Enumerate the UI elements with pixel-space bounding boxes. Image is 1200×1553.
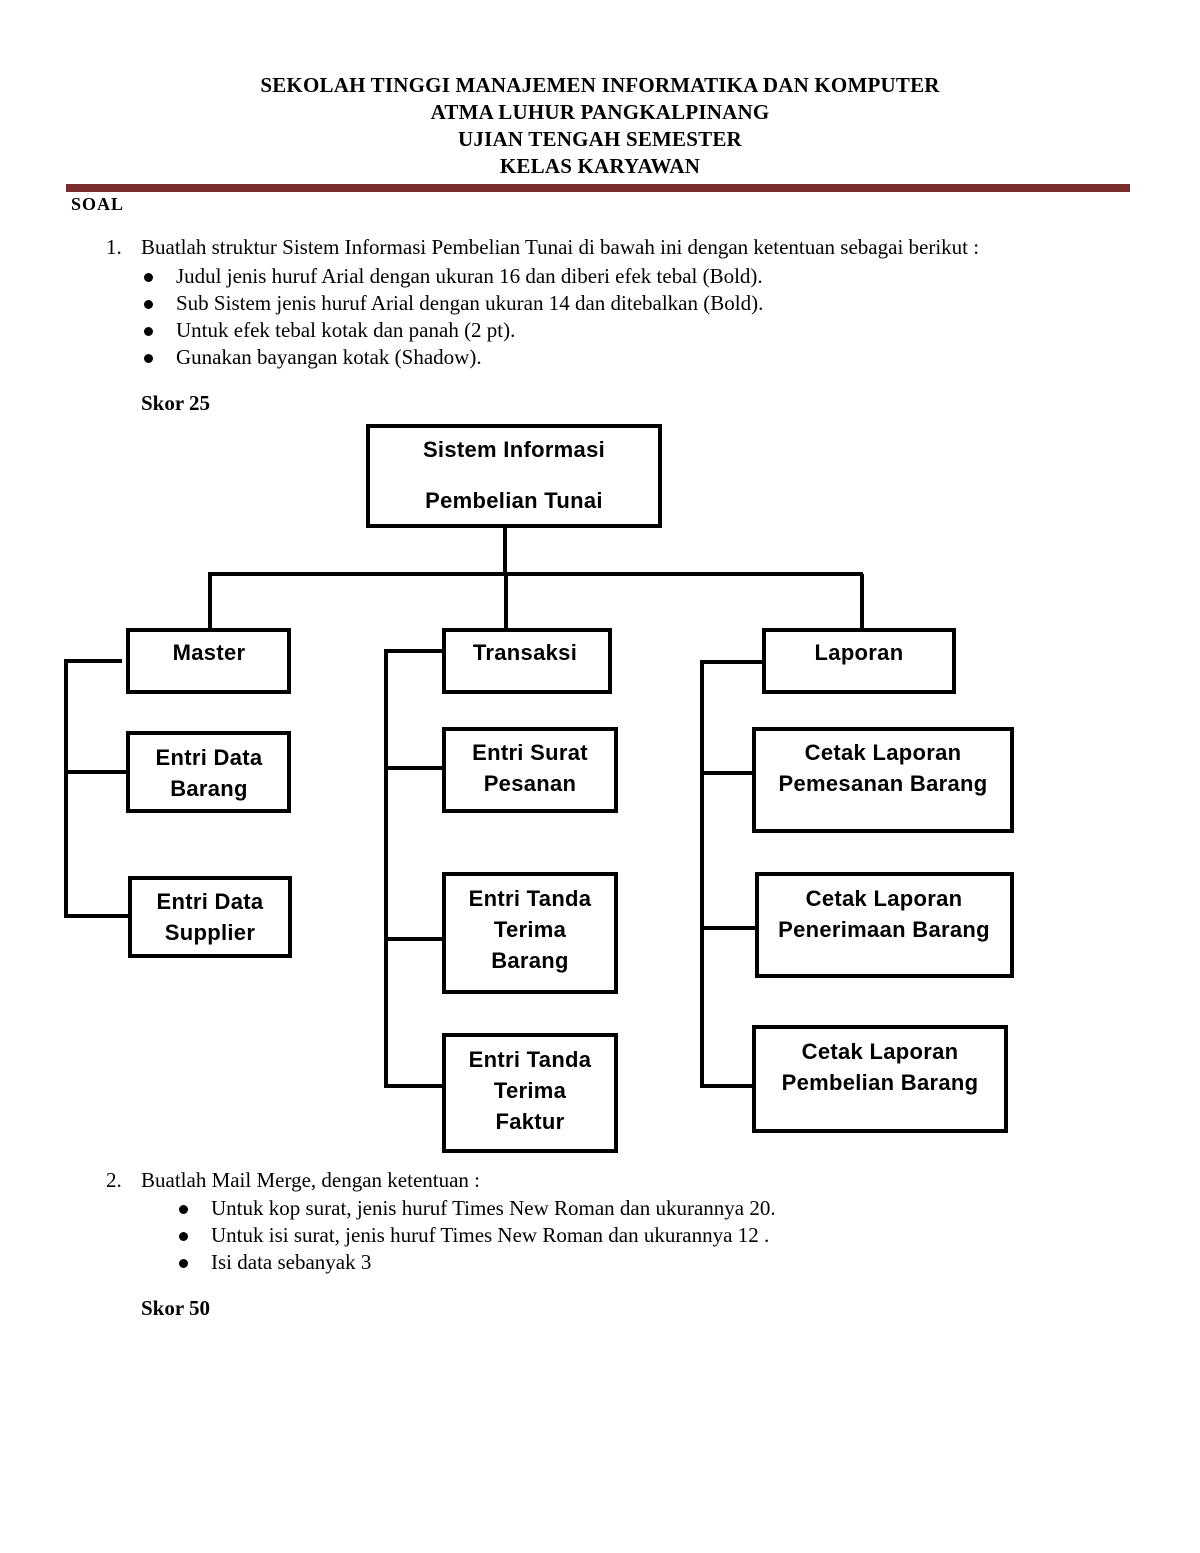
section-title: SOAL bbox=[71, 194, 125, 214]
list-item: Untuk efek tebal kotak dan panah (2 pt). bbox=[144, 317, 763, 344]
transaksi-box: Transaksi bbox=[442, 628, 612, 694]
header-line-2: ATMA LUHUR PANGKALPINANG bbox=[430, 100, 770, 124]
header-line-3: UJIAN TENGAH SEMESTER bbox=[458, 127, 742, 151]
svg-text:Entri Data: Entri Data bbox=[156, 745, 263, 770]
laporan-label: Laporan bbox=[815, 640, 904, 665]
svg-text:Terima: Terima bbox=[494, 917, 567, 942]
svg-text:Entri Data: Entri Data bbox=[157, 889, 264, 914]
master-box: Master bbox=[126, 628, 291, 694]
transaksi-label: Transaksi bbox=[473, 640, 577, 665]
svg-text:Supplier: Supplier bbox=[165, 920, 256, 945]
svg-text:Terima: Terima bbox=[494, 1078, 567, 1103]
root-label-line-2: Pembelian Tunai bbox=[425, 488, 603, 513]
laporan-box: Laporan bbox=[762, 628, 956, 694]
question-2-bullets: Untuk kop surat, jenis huruf Times New R… bbox=[179, 1195, 776, 1276]
bullet-icon bbox=[144, 327, 153, 336]
entri-tanda-terima-barang-box: Entri Tanda Terima Barang bbox=[442, 872, 618, 994]
svg-text:Barang: Barang bbox=[170, 776, 248, 801]
header-line-1: SEKOLAH TINGGI MANAJEMEN INFORMATIKA DAN… bbox=[260, 73, 940, 97]
svg-text:Cetak Laporan: Cetak Laporan bbox=[805, 740, 962, 765]
list-item: Isi data sebanyak 3 bbox=[179, 1249, 776, 1276]
entri-tanda-terima-faktur-box: Entri Tanda Terima Faktur bbox=[442, 1033, 618, 1153]
list-item: Judul jenis huruf Arial dengan ukuran 16… bbox=[144, 263, 763, 290]
question-1-bullets: Judul jenis huruf Arial dengan ukuran 16… bbox=[144, 263, 763, 371]
svg-text:Pemesanan Barang: Pemesanan Barang bbox=[779, 771, 988, 796]
list-item: Sub Sistem jenis huruf Arial dengan ukur… bbox=[144, 290, 763, 317]
bullet-icon bbox=[179, 1259, 188, 1268]
svg-text:Cetak Laporan: Cetak Laporan bbox=[806, 886, 963, 911]
question-2-number: 2. bbox=[106, 1168, 122, 1192]
question-2-score: Skor 50 bbox=[141, 1296, 211, 1320]
svg-text:Pesanan: Pesanan bbox=[484, 771, 577, 796]
question-1-score: Skor 25 bbox=[141, 391, 211, 415]
root-box: Sistem Informasi Pembelian Tunai bbox=[366, 424, 662, 528]
svg-text:Entri Surat: Entri Surat bbox=[472, 740, 588, 765]
list-item: Gunakan bayangan kotak (Shadow). bbox=[144, 344, 763, 371]
list-item: Untuk isi surat, jenis huruf Times New R… bbox=[179, 1222, 776, 1249]
bullet-icon bbox=[179, 1232, 188, 1241]
header-line-4: KELAS KARYAWAN bbox=[499, 154, 701, 178]
bullet-icon bbox=[144, 354, 153, 363]
entri-surat-pesanan-box: Entri Surat Pesanan bbox=[442, 727, 618, 813]
question-1-text: Buatlah struktur Sistem Informasi Pembel… bbox=[141, 235, 980, 259]
bullet-icon bbox=[179, 1205, 188, 1214]
cetak-laporan-pembelian-box: Cetak Laporan Pembelian Barang bbox=[752, 1025, 1008, 1133]
svg-text:Barang: Barang bbox=[491, 948, 569, 973]
svg-text:Pembelian Barang: Pembelian Barang bbox=[782, 1070, 979, 1095]
svg-text:Faktur: Faktur bbox=[495, 1109, 564, 1134]
entri-data-barang-box: Entri Data Barang bbox=[126, 731, 291, 813]
svg-text:Penerimaan Barang: Penerimaan Barang bbox=[778, 917, 990, 942]
cetak-laporan-pemesanan-box: Cetak Laporan Pemesanan Barang bbox=[752, 727, 1014, 833]
document-header: SEKOLAH TINGGI MANAJEMEN INFORMATIKA DAN… bbox=[0, 72, 1200, 180]
question-2-text: Buatlah Mail Merge, dengan ketentuan : bbox=[141, 1168, 481, 1192]
bullet-icon bbox=[144, 300, 153, 309]
svg-text:Cetak Laporan: Cetak Laporan bbox=[802, 1039, 959, 1064]
connector-lines bbox=[64, 526, 864, 1088]
entri-data-supplier-box: Entri Data Supplier bbox=[128, 876, 292, 958]
cetak-laporan-penerimaan-box: Cetak Laporan Penerimaan Barang bbox=[755, 872, 1014, 978]
master-label: Master bbox=[173, 640, 246, 665]
list-item: Untuk kop surat, jenis huruf Times New R… bbox=[179, 1195, 776, 1222]
question-1-number: 1. bbox=[106, 235, 122, 259]
header-divider bbox=[66, 184, 1130, 192]
root-label-line-1: Sistem Informasi bbox=[423, 437, 605, 462]
bullet-icon bbox=[144, 273, 153, 282]
svg-text:Entri Tanda: Entri Tanda bbox=[469, 1047, 592, 1072]
svg-text:Entri Tanda: Entri Tanda bbox=[469, 886, 592, 911]
